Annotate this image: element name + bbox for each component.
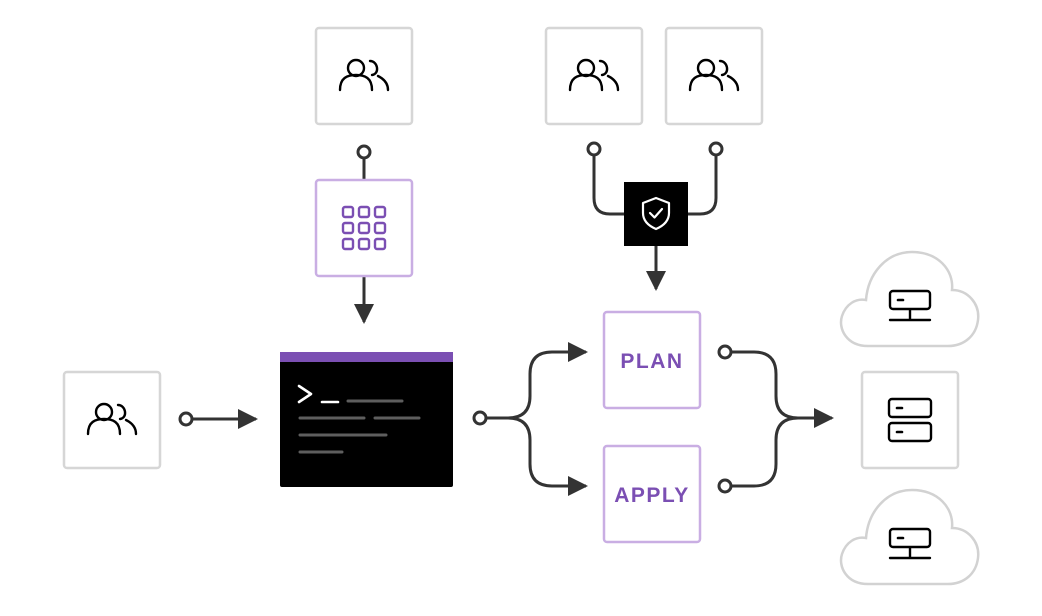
terminal-text-lines — [298, 399, 421, 454]
cloud-shape — [839, 488, 980, 586]
connector-apply-to-servers — [731, 416, 799, 488]
connector-users-a-to-policy — [592, 155, 624, 216]
users-node-top-right-b[interactable] — [664, 26, 764, 126]
cloud-shape — [839, 250, 980, 348]
connector-dot — [178, 411, 194, 427]
connector-users-b-to-policy — [688, 155, 718, 216]
terminal-node[interactable] — [280, 352, 453, 487]
policy-node[interactable] — [624, 182, 688, 246]
plan-label: PLAN — [620, 350, 683, 373]
connector-dot — [356, 144, 372, 160]
connector-terminal-to-plan — [486, 342, 588, 420]
terminal-prompt — [297, 384, 313, 404]
connector-dot — [586, 141, 602, 157]
connector-terminal-to-apply — [507, 416, 588, 496]
terminal-title-bar — [280, 352, 453, 362]
users-node-top[interactable] — [314, 26, 414, 126]
shield-check-icon — [641, 196, 671, 231]
connector-dot — [472, 410, 488, 426]
connector-dot — [708, 141, 724, 157]
connector-dots — [178, 141, 733, 494]
server-stack-node[interactable] — [860, 370, 960, 470]
users-node-top-right-a[interactable] — [544, 26, 644, 126]
connector-dot — [717, 478, 733, 494]
connector-dot — [717, 344, 733, 360]
grid-icon — [341, 205, 387, 251]
terminal-icon — [297, 384, 340, 404]
connectors — [192, 155, 834, 496]
plan-node[interactable]: PLAN — [602, 310, 702, 410]
users-node-left[interactable] — [62, 370, 162, 470]
registry-node[interactable] — [314, 178, 414, 278]
server-cloud-bottom[interactable] — [839, 488, 980, 586]
server-cloud-top[interactable] — [839, 250, 980, 348]
server-stack-icon — [887, 397, 933, 443]
connector-plan-to-servers — [731, 350, 834, 428]
apply-label: APPLY — [614, 484, 690, 507]
apply-node[interactable]: APPLY — [602, 444, 702, 544]
